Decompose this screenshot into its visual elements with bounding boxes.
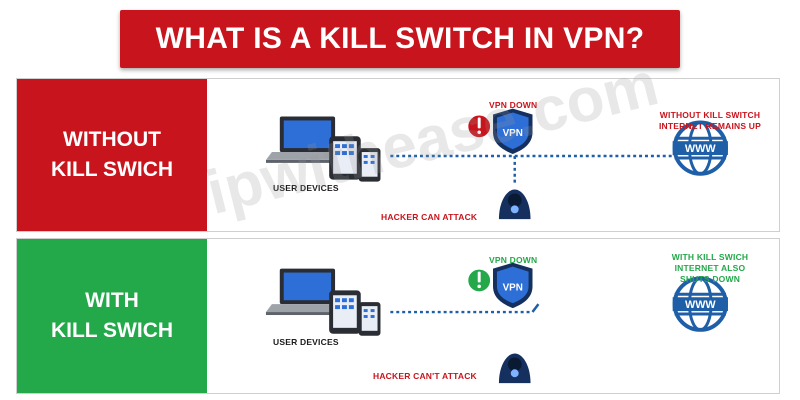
with-hacker-icon <box>498 353 531 384</box>
without-vpn-badge-text: VPN <box>503 128 523 139</box>
without-diagram: VPN WWW VPN DOWN WITHOUT KILL SWITCH INT… <box>207 79 779 231</box>
with-internet-line3: SHUTS DOWN <box>679 274 741 284</box>
without-vpn-down-label: VPN DOWN <box>489 100 538 110</box>
without-internet-line1: WITHOUT KILL SWITCH <box>659 110 761 120</box>
without-internet-label: WITHOUT KILL SWITCH INTERNET REMAINS UP <box>645 110 775 132</box>
with-www-text: WWW <box>685 299 716 311</box>
without-internet-line2: INTERNET REMAINS UP <box>658 121 762 131</box>
with-kill-switch-panel: WITH KILL SWICH <box>16 238 780 394</box>
with-side-line1: WITH <box>85 289 139 312</box>
page-title: WHAT IS A KILL SWITCH IN VPN? <box>120 10 680 68</box>
with-hacker-label: HACKER CAN'T ATTACK <box>373 371 477 381</box>
with-internet-line1: WITH KILL SWICH <box>671 252 749 262</box>
without-vpn-shield-icon <box>493 108 533 155</box>
with-vpn-shield-icon <box>493 262 533 309</box>
without-kill-switch-panel: WITHOUT KILL SWICH <box>16 78 780 232</box>
with-www-globe-icon <box>672 276 728 332</box>
without-user-devices-label: USER DEVICES <box>273 183 339 193</box>
with-tablet-icon <box>329 290 361 334</box>
with-vpn-badge-text: VPN <box>503 282 523 293</box>
without-www-globe-icon <box>672 120 728 176</box>
without-laptop-icon <box>266 116 349 163</box>
with-diagram-graphics: VPN WWW <box>265 262 728 384</box>
with-vpn-down-label: VPN DOWN <box>489 255 538 265</box>
without-tablet-icon <box>329 136 361 180</box>
with-side-line2: KILL SWICH <box>50 319 174 342</box>
with-side-label: WITH KILL SWICH <box>17 239 207 393</box>
without-www-text: WWW <box>685 143 716 155</box>
with-connection-end <box>531 303 540 313</box>
with-internet-line2: INTERNET ALSO <box>674 263 746 273</box>
with-laptop-icon <box>265 268 349 316</box>
with-diagram: VPN WWW VPN DOWN WITH KILL SWICH INTERNE… <box>207 239 779 393</box>
without-hacker-label: HACKER CAN ATTACK <box>381 212 478 222</box>
without-hacker-icon <box>498 189 531 220</box>
with-alert-icon <box>466 267 493 294</box>
page-title-text: WHAT IS A KILL SWITCH IN VPN? <box>155 22 645 55</box>
with-internet-label: WITH KILL SWICH INTERNET ALSO SHUTS DOWN <box>655 252 765 285</box>
without-side-label: WITHOUT KILL SWICH <box>17 79 207 231</box>
without-diagram-graphics: VPN WWW <box>266 108 728 220</box>
without-side-line2: KILL SWICH <box>50 158 174 181</box>
with-phone-icon <box>358 302 381 336</box>
without-alert-icon <box>466 113 493 140</box>
with-user-devices-label: USER DEVICES <box>273 337 339 347</box>
without-phone-icon <box>358 148 381 182</box>
without-side-line1: WITHOUT <box>63 128 161 151</box>
